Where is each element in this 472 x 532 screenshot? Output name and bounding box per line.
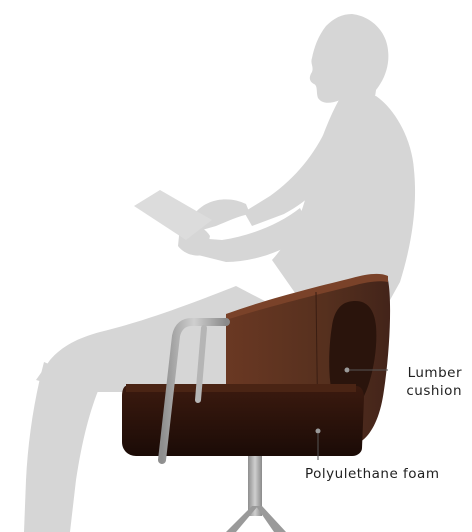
chair	[122, 274, 390, 532]
lumbar-cushion-label-line1: Lumber	[406, 364, 462, 382]
foam-callout-dot	[316, 429, 321, 434]
lumbar-callout-dot	[345, 368, 350, 373]
lumbar-cushion-label-line2: cushion	[406, 382, 462, 400]
person-head	[310, 14, 389, 110]
seat-cushion	[122, 386, 364, 456]
person-lower-leg	[24, 362, 100, 532]
seat-top-edge	[126, 384, 356, 392]
polyurethane-foam-label: Polyulethane foam	[305, 465, 439, 483]
lumbar-cushion-label: Lumber cushion	[406, 364, 462, 400]
